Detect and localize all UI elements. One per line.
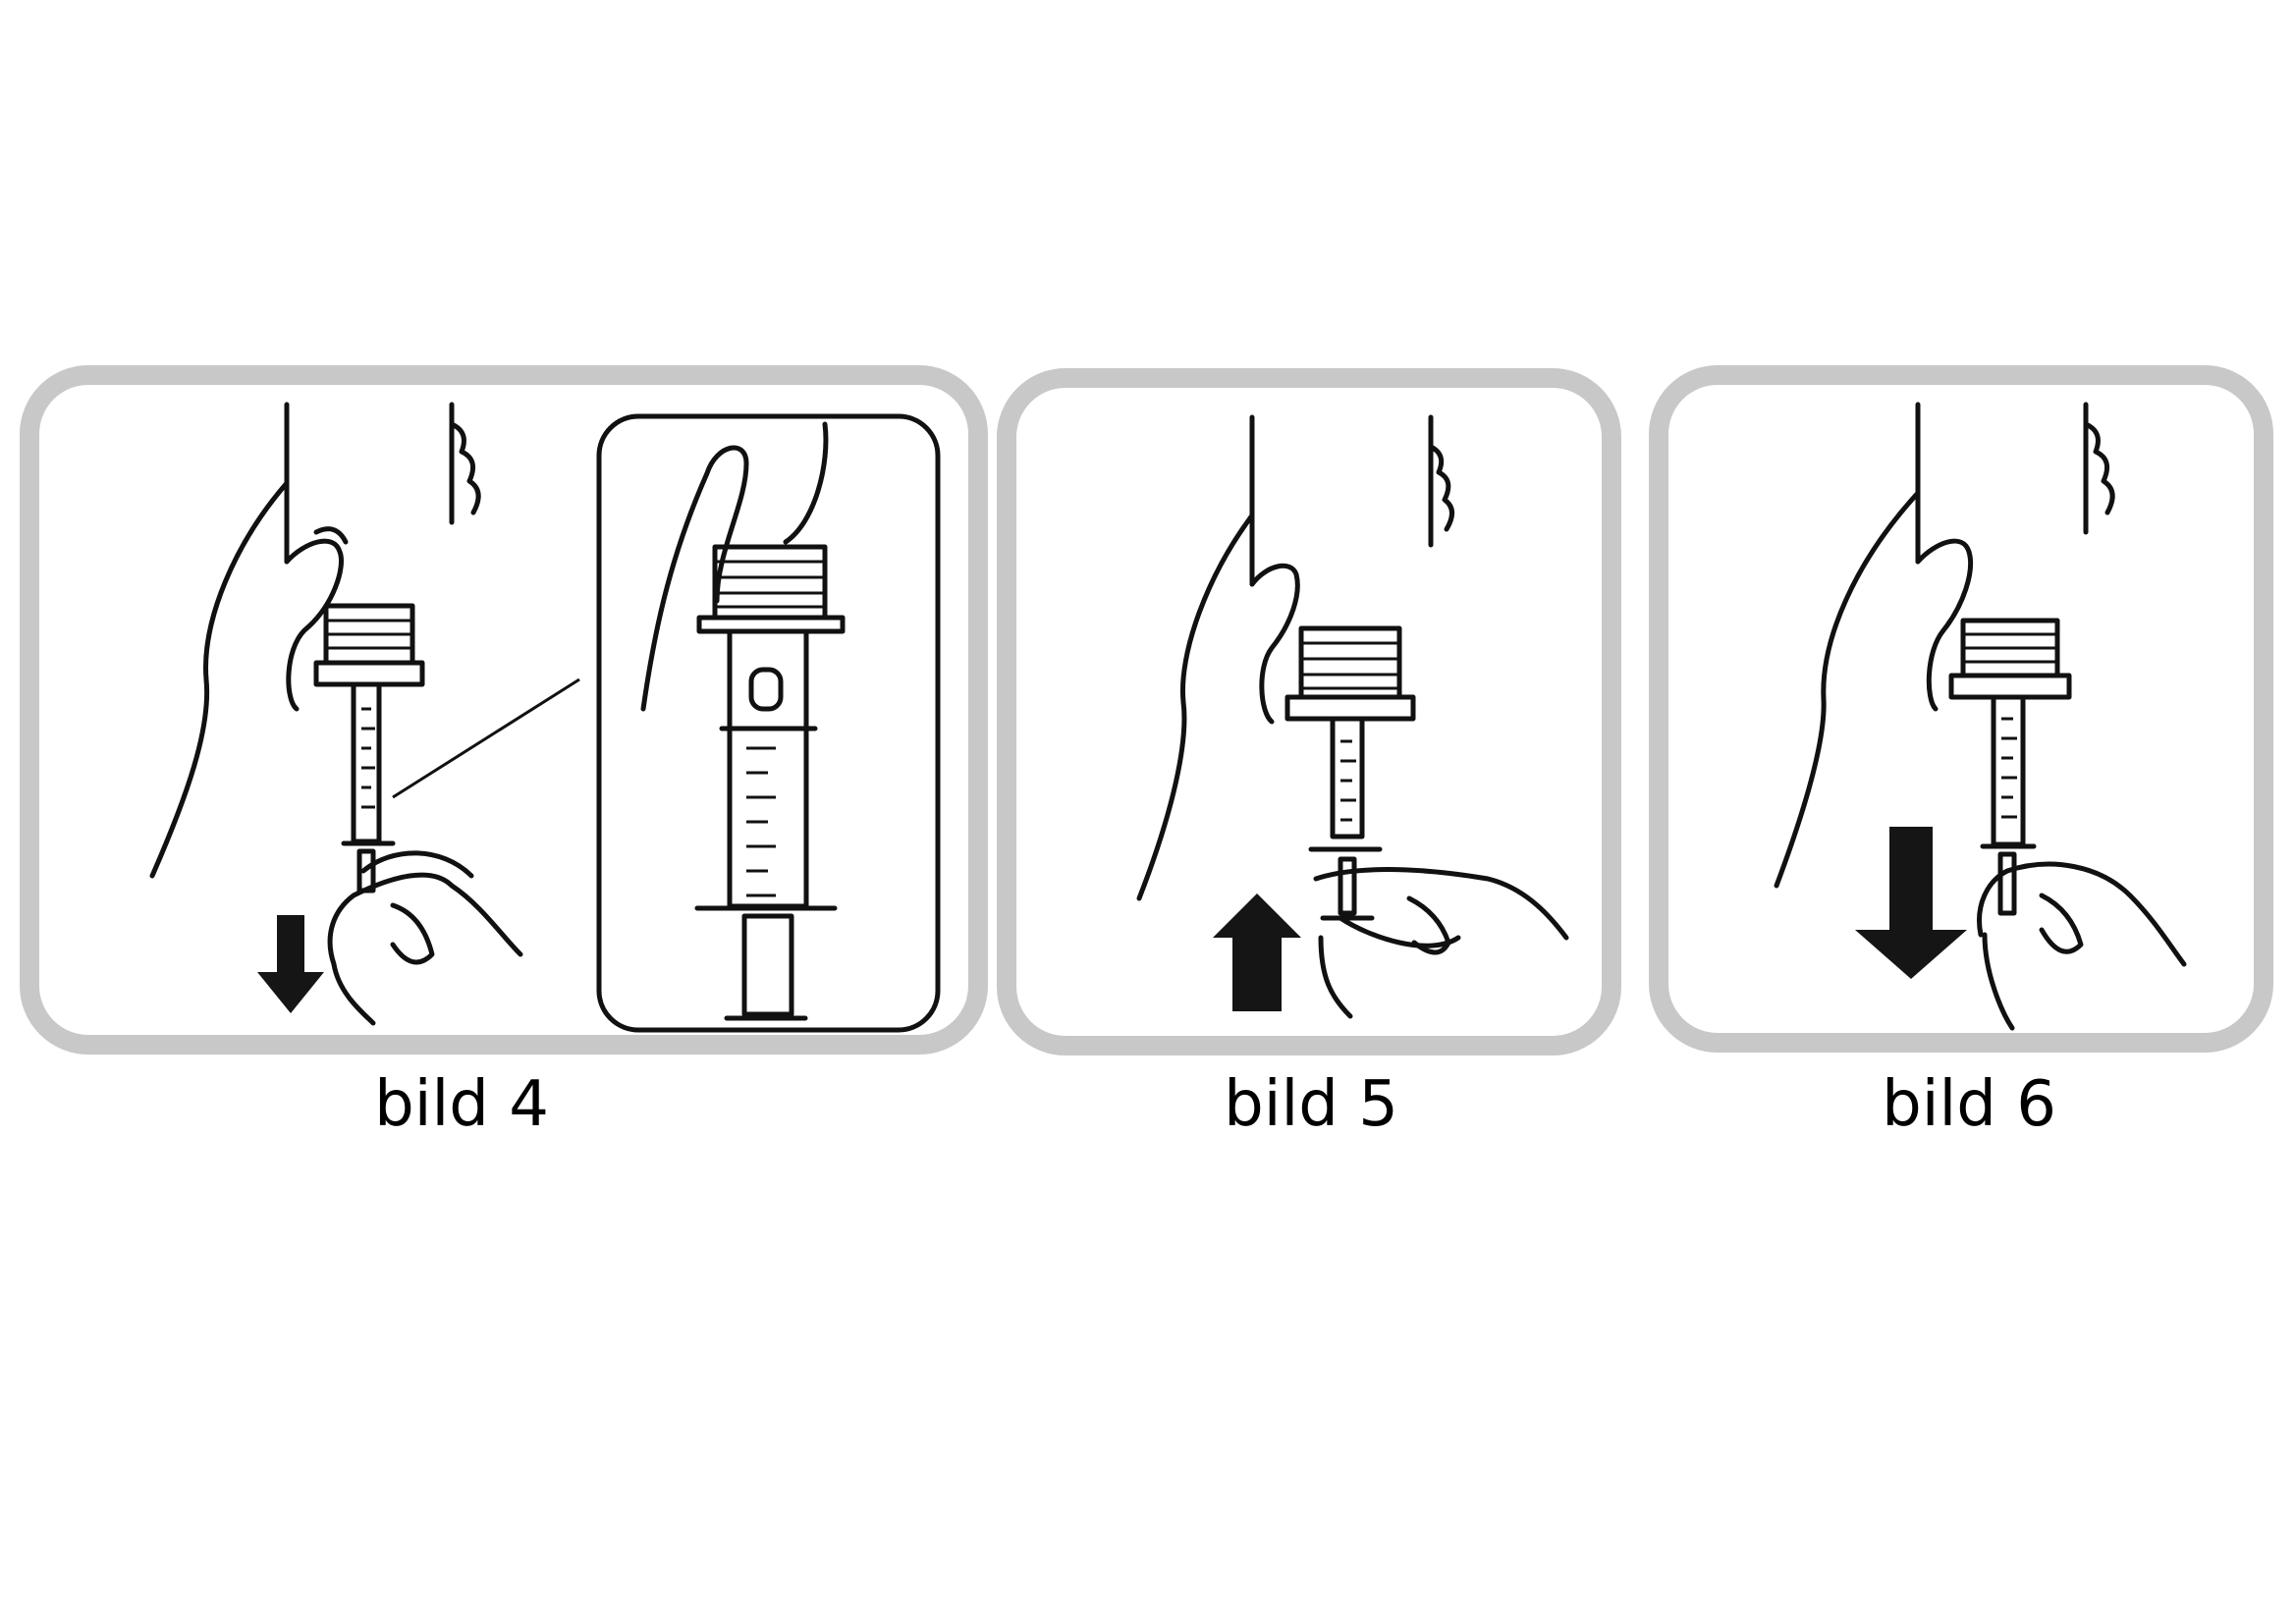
arrow-down-icon <box>1855 827 1967 979</box>
zoom-leader-line <box>392 677 580 799</box>
arrow-down-icon <box>257 915 324 1013</box>
step-6-illustration <box>1774 402 2187 1031</box>
syringe-small <box>1980 694 2037 916</box>
step-5-illustration <box>1136 414 1569 1019</box>
step-5-panel <box>997 368 1621 1056</box>
syringe-small <box>1308 716 1383 921</box>
zoom-inset <box>596 413 941 1033</box>
left-hand <box>1136 513 1300 901</box>
syringe-small <box>341 681 396 893</box>
step-4-caption: bild 4 <box>374 1068 549 1141</box>
step-4-panel <box>20 365 988 1055</box>
step-6-caption: bild 6 <box>1882 1068 2056 1141</box>
syringe-detail <box>694 628 838 1021</box>
bottle-illustration <box>1915 402 2115 700</box>
right-hand <box>327 850 523 1026</box>
right-hand <box>1977 861 2187 1031</box>
arrow-up-icon <box>1213 893 1301 1011</box>
left-hand <box>1774 490 1974 889</box>
bottle-illustration <box>1249 414 1454 722</box>
left-hand <box>149 480 344 879</box>
step-5-caption: bild 5 <box>1224 1068 1398 1141</box>
step-4-illustration <box>149 402 941 1033</box>
step-6-panel <box>1649 365 2273 1053</box>
